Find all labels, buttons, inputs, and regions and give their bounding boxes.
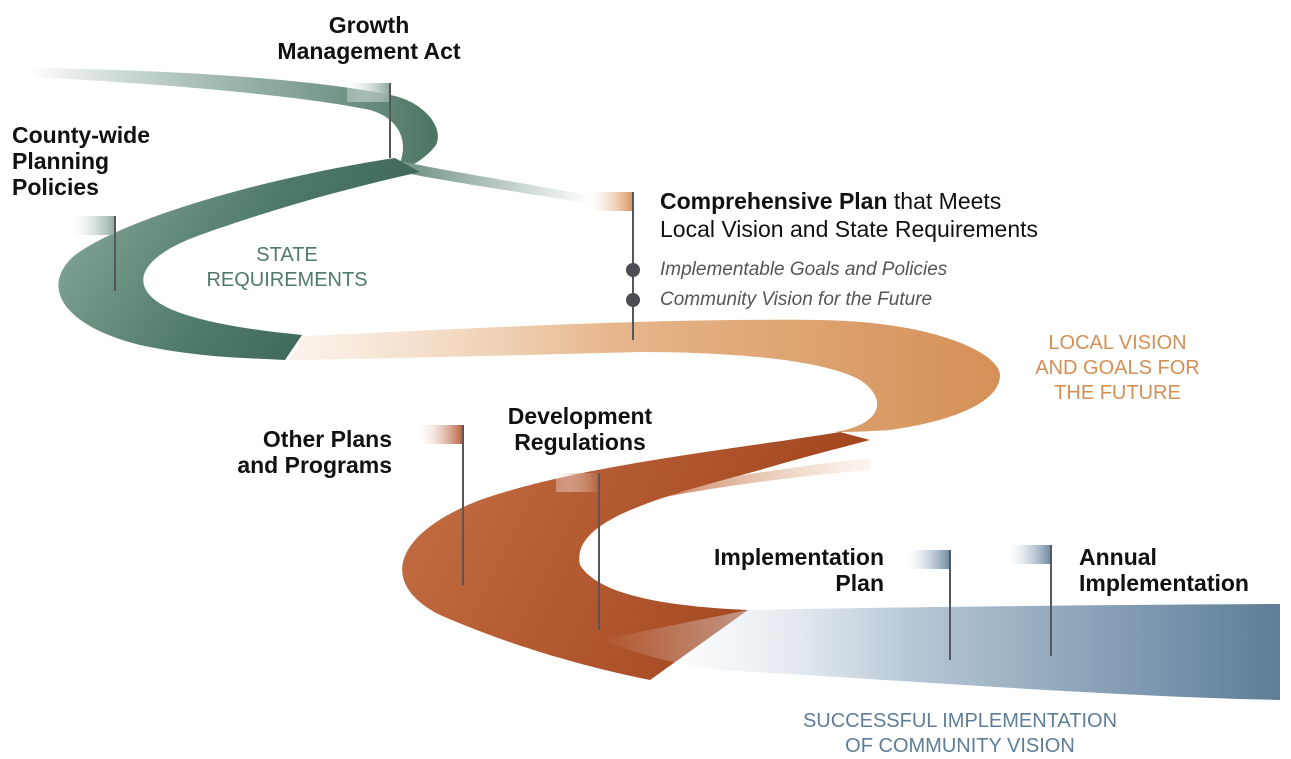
- label-county-wide-line3: Policies: [12, 174, 99, 200]
- label-development-regulations-line2: Regulations: [514, 429, 646, 455]
- stage-local-vision: LOCAL VISION AND GOALS FOR THE FUTURE: [1005, 331, 1230, 406]
- label-other-plans-line1: Other Plans: [262, 426, 392, 452]
- bullet-goals-dot: [626, 263, 640, 277]
- label-annual-implementation-line1: Annual: [1079, 544, 1157, 570]
- label-implementation-plan-line1: Implementation: [714, 544, 884, 570]
- flag-annual-implementation-banner: [1008, 545, 1051, 564]
- label-implementation-plan-line2: Plan: [835, 570, 884, 596]
- stage-implementation-line1: SUCCESSFUL IMPLEMENTATION: [802, 710, 1118, 732]
- label-annual-implementation: Annual Implementation: [1079, 544, 1249, 596]
- label-county-wide-line1: County-wide: [12, 122, 150, 148]
- label-comprehensive-plan-bold: Comprehensive Plan: [660, 188, 888, 214]
- flag-comprehensive-plan: [590, 192, 640, 340]
- label-comprehensive-plan-rest: that Meets: [887, 188, 1002, 214]
- flag-county-wide-policies: [72, 216, 116, 291]
- flag-county-wide-policies-banner: [72, 216, 115, 235]
- road-state-curve: [58, 158, 420, 360]
- label-growth-management-act-line1: Growth: [328, 12, 410, 38]
- flag-development-regulations-banner: [556, 473, 599, 492]
- road-local-connector: [650, 458, 870, 498]
- road-regulation-segment: [402, 432, 870, 680]
- bullet-community-vision: Community Vision for the Future: [660, 289, 933, 310]
- label-growth-management-act: Growth Management Act: [262, 12, 476, 64]
- stage-state-line1: STATE: [256, 244, 318, 266]
- label-county-wide-line2: Planning: [12, 148, 110, 174]
- stage-state-line2: REQUIREMENTS: [206, 269, 368, 291]
- bullet-vision-dot: [626, 293, 640, 307]
- stage-local-line1: LOCAL VISION: [1048, 332, 1187, 354]
- flag-other-plans: [420, 425, 464, 585]
- flag-other-plans-banner: [420, 425, 463, 444]
- stage-state-requirements: STATE REQUIREMENTS: [177, 243, 397, 293]
- road-state-top-segment: [30, 68, 438, 172]
- label-comprehensive-plan: Comprehensive Plan that Meets Local Visi…: [660, 187, 1038, 243]
- stage-local-line3: THE FUTURE: [1054, 382, 1181, 404]
- bullet-implementable-goals: Implementable Goals and Policies: [660, 259, 948, 280]
- label-implementation-plan: Implementation Plan: [664, 544, 884, 596]
- label-other-plans-line2: and Programs: [237, 452, 392, 478]
- flag-comprehensive-plan-banner: [590, 192, 633, 211]
- road-state-connector: [395, 160, 590, 204]
- road-local-vision-segment: [290, 319, 1000, 432]
- stage-implementation-line2: OF COMMUNITY VISION: [845, 735, 1075, 757]
- label-comprehensive-plan-line2: Local Vision and State Requirements: [660, 216, 1039, 242]
- road-implementation-segment: [600, 604, 1280, 700]
- stage-successful-implementation: SUCCESSFUL IMPLEMENTATION OF COMMUNITY V…: [740, 709, 1180, 759]
- flag-growth-management-act-banner: [347, 83, 390, 102]
- flag-implementation-plan: [907, 550, 951, 660]
- label-development-regulations: Development Regulations: [480, 403, 680, 455]
- flag-growth-management-act: [347, 83, 391, 158]
- label-comprehensive-plan-line1: Comprehensive Plan that Meets: [660, 187, 1038, 215]
- flag-development-regulations: [556, 473, 600, 630]
- flag-annual-implementation: [1008, 545, 1052, 656]
- stage-local-line2: AND GOALS FOR: [1035, 357, 1200, 379]
- label-development-regulations-line1: Development: [507, 403, 653, 429]
- label-county-wide-policies: County-wide Planning Policies: [12, 122, 150, 200]
- flag-implementation-plan-banner: [907, 550, 950, 569]
- label-growth-management-act-line2: Management Act: [277, 38, 461, 64]
- label-annual-implementation-line2: Implementation: [1079, 570, 1249, 596]
- label-other-plans: Other Plans and Programs: [192, 426, 392, 478]
